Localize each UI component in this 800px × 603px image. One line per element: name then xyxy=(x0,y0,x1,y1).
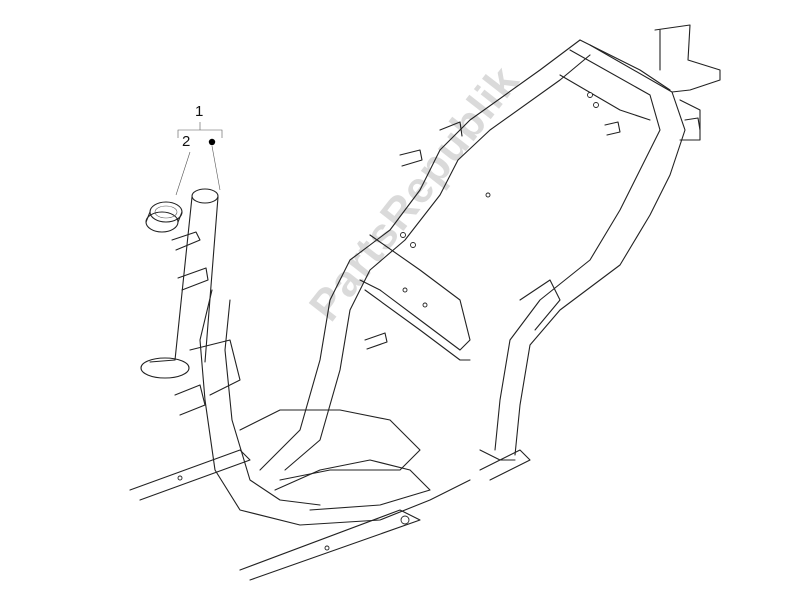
callout-number-2: 2 xyxy=(182,133,191,150)
bearing-ring-part xyxy=(145,201,183,233)
main-frame xyxy=(129,24,721,581)
head-tube-part xyxy=(140,188,219,379)
bullet-icon xyxy=(208,138,216,146)
callout-number-1: 1 xyxy=(195,103,204,120)
callout-bracket xyxy=(175,122,223,196)
